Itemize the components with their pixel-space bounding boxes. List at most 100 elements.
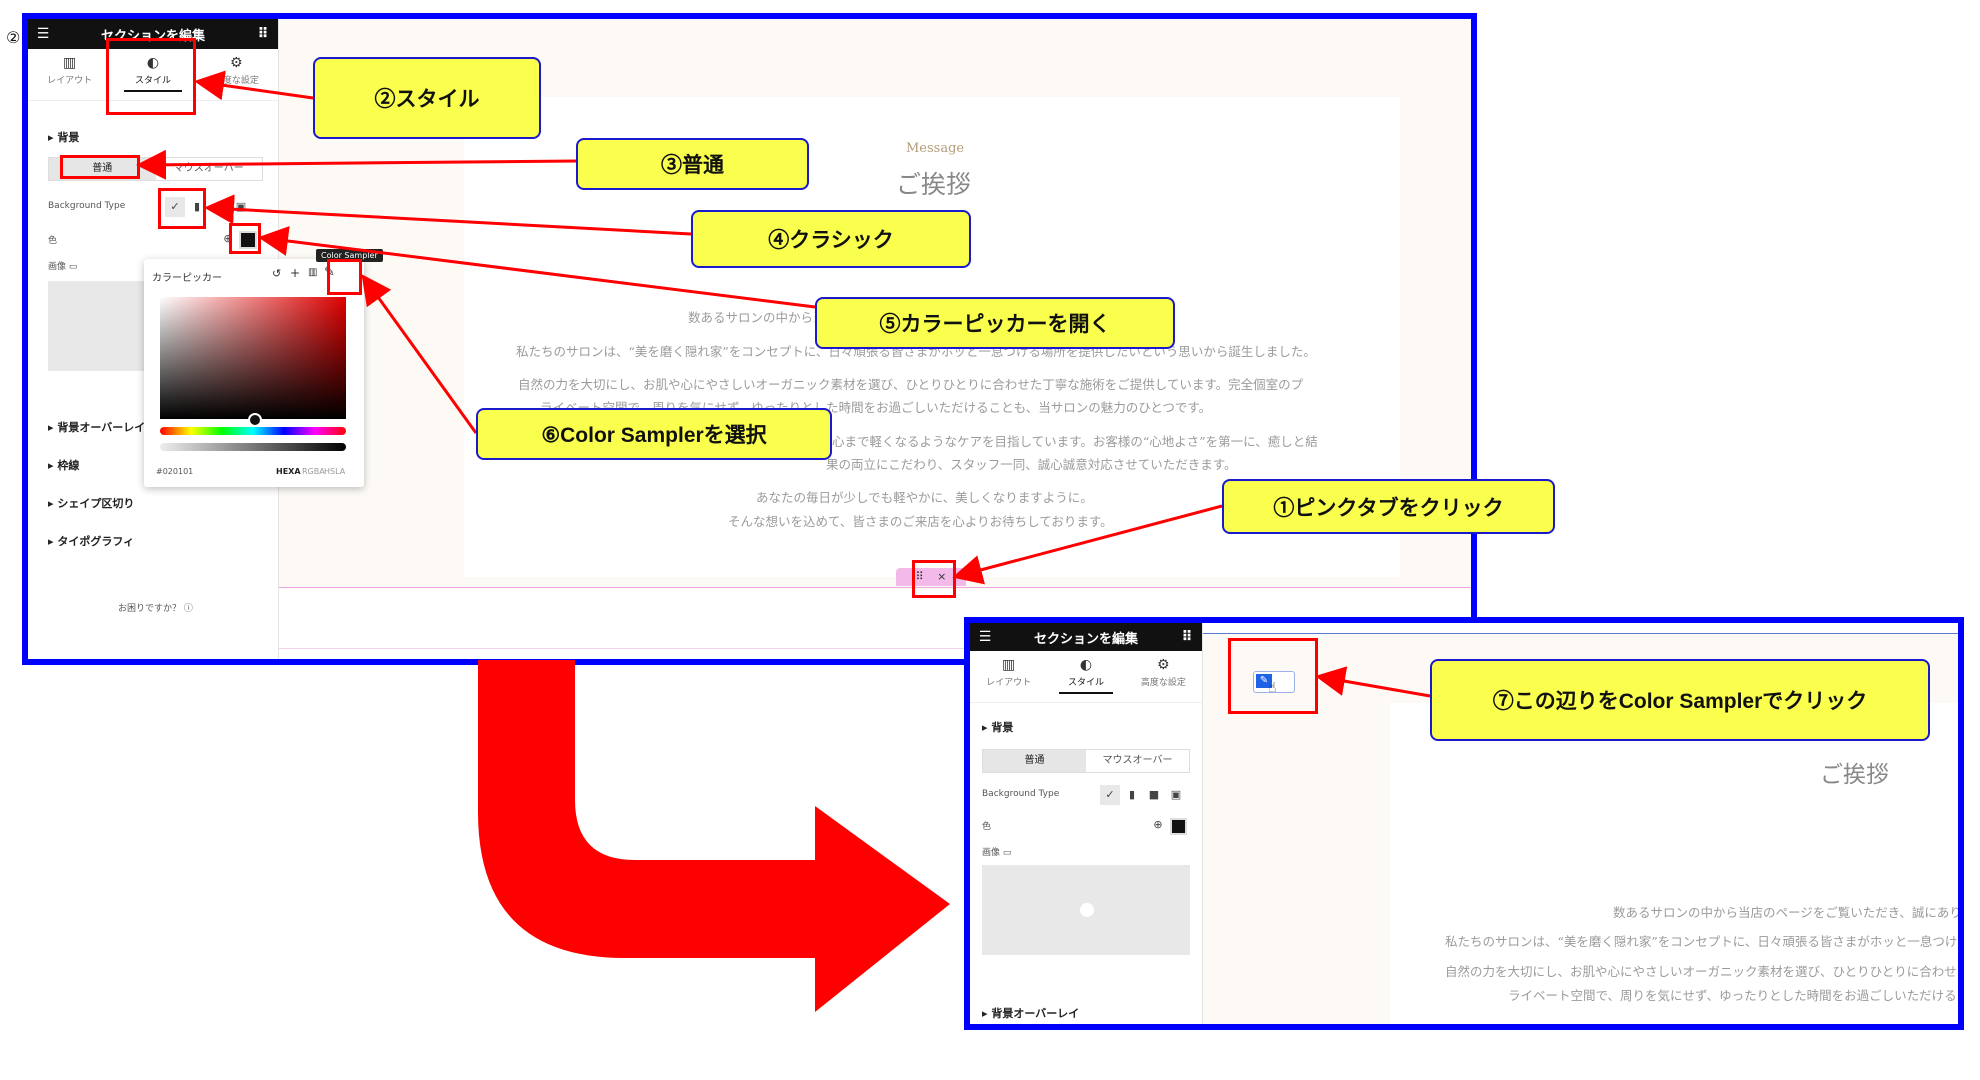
editor-title-2: セクションを編集: [1033, 631, 1138, 647]
paragraph-line: 心まで軽くなるようなケアを目指しています。お客様の“心地よさ”を第一に、癒しと結: [832, 434, 1318, 449]
highlight-sampler-icon: [327, 259, 362, 295]
gear-icon: ⚙: [1157, 657, 1170, 673]
color-label: 色: [48, 236, 58, 246]
drag-handle-icon[interactable]: ⠿: [915, 570, 924, 583]
paragraph-line-2: 私たちのサロンは、“美を磨く隠れ家”をコンセプトに、日々頑張る皆さまがホッと一息…: [1445, 934, 1958, 949]
gear-icon: ⚙: [230, 55, 243, 71]
editor-topbar-2: ☰ セクションを編集 ⠿: [970, 623, 1202, 651]
add-icon[interactable]: +: [290, 266, 301, 280]
image-label: 画像 ▭: [982, 848, 1012, 858]
color-swatch-button[interactable]: [239, 231, 257, 249]
editor-tabs-2: ▥ レイアウト ◐ スタイル ⚙ 高度な設定: [970, 651, 1202, 703]
trash-icon[interactable]: ▥: [308, 267, 318, 278]
pointer-icon: ☝: [1268, 680, 1277, 696]
blue-guide-line: [1202, 633, 1958, 634]
tab-style[interactable]: ◐ スタイル: [1047, 651, 1124, 702]
message-heading-en: Message: [906, 141, 965, 156]
callout-classic: ④クラシック: [691, 210, 971, 268]
callout-normal: ③普通: [576, 138, 809, 190]
section-typography-header[interactable]: ▸ タイポグラフィ: [48, 535, 135, 548]
tab-layout[interactable]: ▥ レイアウト: [970, 651, 1047, 702]
color-sampler-cursor-button[interactable]: ✎ ☝: [1253, 671, 1295, 696]
gradient-type-button[interactable]: ▮: [193, 200, 201, 213]
slideshow-type-button[interactable]: ▣: [235, 200, 247, 213]
pen-icon: ✎: [1256, 674, 1272, 688]
content-card-2: [1390, 703, 1958, 1024]
callout-sampler-click: ⑦この辺りをColor Samplerでクリック: [1430, 659, 1930, 741]
callout-color-sampler: ⑥Color Samplerを選択: [476, 408, 832, 460]
state-toggle: 普通 マウスオーバー: [982, 749, 1190, 773]
message-heading-jp: ご挨拶: [896, 170, 972, 199]
layout-icon: ▥: [1002, 657, 1016, 673]
mode-hexa[interactable]: HEXA: [276, 467, 301, 476]
section-border-header[interactable]: ▸ 枠線: [48, 459, 80, 472]
color-swatch-button[interactable]: [1170, 818, 1187, 835]
section-shape-header[interactable]: ▸ シェイプ区切り: [48, 497, 135, 510]
contrast-icon: ◐: [146, 55, 160, 71]
big-transition-arrow: [478, 660, 950, 1012]
paragraph-line: 自然の力を大切にし、お肌や心にやさしいオーガニック素材を選び、ひとりひとりに合わ…: [518, 377, 1304, 392]
help-link[interactable]: お困りですか？ ⓘ: [118, 604, 193, 614]
paragraph-line-2: 自然の力を大切にし、お肌や心にやさしいオーガニック素材を選び、ひとりひとりに合わ…: [1445, 964, 1958, 979]
callout-pink-tab: ①ピンクタブをクリック: [1222, 479, 1555, 534]
question-icon: ⓘ: [183, 604, 193, 614]
background-type-label: Background Type: [48, 201, 126, 211]
paragraph-line-2: 数あるサロンの中から当店のページをご覧いただき、誠にありがとうございます。: [1613, 905, 1962, 920]
slideshow-type-button[interactable]: ▣: [1170, 788, 1182, 801]
section-background-header[interactable]: ▸ 背景: [48, 131, 80, 144]
tab-layout[interactable]: ▥ レイアウト: [28, 49, 111, 100]
tab-advanced[interactable]: ⚙ 高度な設定: [195, 49, 278, 100]
saturation-handle[interactable]: [248, 413, 262, 427]
monitor-icon: ▭: [1002, 848, 1012, 858]
video-type-button[interactable]: ■: [1148, 788, 1160, 801]
section-overlay-header[interactable]: ▸ 背景オーバーレイ: [982, 1007, 1080, 1020]
grid-icon[interactable]: ⠿: [257, 26, 269, 42]
section-overlay-header[interactable]: ▸ 背景オーバーレイ: [48, 421, 146, 434]
section-outline: [278, 587, 1471, 649]
classic-type-button[interactable]: ✓: [165, 197, 185, 217]
contrast-icon: ◐: [1079, 657, 1093, 673]
screenshot-1-frame: Message ご挨拶 数あるサロンの中から当店のページをご覧いただき、誠にあり…: [22, 13, 1477, 665]
color-picker-popup: カラーピッカー ↺ + ▥ ✎ #020101 HEXA RGBA HSLA: [144, 259, 364, 487]
paragraph-line: そんな想いを込めて、皆さまのご来店を心よりお待ちしております。: [728, 514, 1113, 529]
menu-icon[interactable]: ☰: [978, 629, 992, 645]
gradient-type-button[interactable]: ▮: [1128, 788, 1136, 801]
state-normal-button[interactable]: 普通: [983, 750, 1086, 772]
section-background-header[interactable]: ▸ 背景: [982, 721, 1014, 734]
paragraph-line: 果の両立にこだわり、スタッフ一同、誠心誠意対応させていただきます。: [826, 457, 1237, 472]
image-label: 画像 ▭: [48, 262, 78, 272]
paragraph-line-2: ライベート空間で、周りを気にせず、ゆったりとした時間をお過ごしいただけることも、…: [1508, 988, 1958, 1003]
callout-open-picker: ⑤カラーピッカーを開く: [815, 297, 1175, 349]
classic-type-button[interactable]: ✓: [1100, 785, 1120, 805]
corner-marker: ②: [6, 28, 21, 47]
hue-slider[interactable]: [160, 427, 346, 435]
alpha-slider[interactable]: [160, 443, 346, 451]
reset-icon[interactable]: ↺: [272, 267, 282, 280]
callout-style: ②スタイル: [313, 57, 541, 139]
menu-icon[interactable]: ☰: [36, 26, 50, 42]
hex-value[interactable]: #020101: [156, 467, 194, 476]
state-normal-button[interactable]: 普通: [49, 158, 156, 180]
state-hover-button[interactable]: マウスオーバー: [173, 163, 244, 174]
editor-tabs: ▥ レイアウト ◐ スタイル ⚙ 高度な設定: [28, 49, 278, 101]
background-type-label: Background Type: [982, 789, 1060, 799]
close-icon[interactable]: ×: [937, 570, 947, 583]
color-saturation-field[interactable]: [160, 297, 346, 427]
editor-topbar: ☰ セクションを編集 ⠿: [28, 19, 278, 49]
mode-hsla[interactable]: HSLA: [324, 467, 346, 476]
tab-style[interactable]: ◐ スタイル: [111, 49, 194, 100]
globe-icon[interactable]: ⊕: [223, 232, 233, 245]
mode-rgba[interactable]: RGBA: [302, 467, 325, 476]
layout-icon: ▥: [63, 55, 77, 71]
color-picker-title: カラーピッカー: [152, 273, 222, 284]
image-placeholder-icon: [1080, 903, 1094, 917]
message-heading-jp-2: ご挨拶: [1820, 762, 1889, 788]
grid-icon[interactable]: ⠿: [1181, 629, 1193, 645]
color-label: 色: [982, 822, 992, 832]
monitor-icon: ▭: [68, 262, 78, 272]
state-hover-button[interactable]: マウスオーバー: [1102, 755, 1173, 766]
tab-advanced[interactable]: ⚙ 高度な設定: [1125, 651, 1202, 702]
image-preview[interactable]: [982, 865, 1190, 955]
globe-icon[interactable]: ⊕: [1153, 818, 1163, 831]
